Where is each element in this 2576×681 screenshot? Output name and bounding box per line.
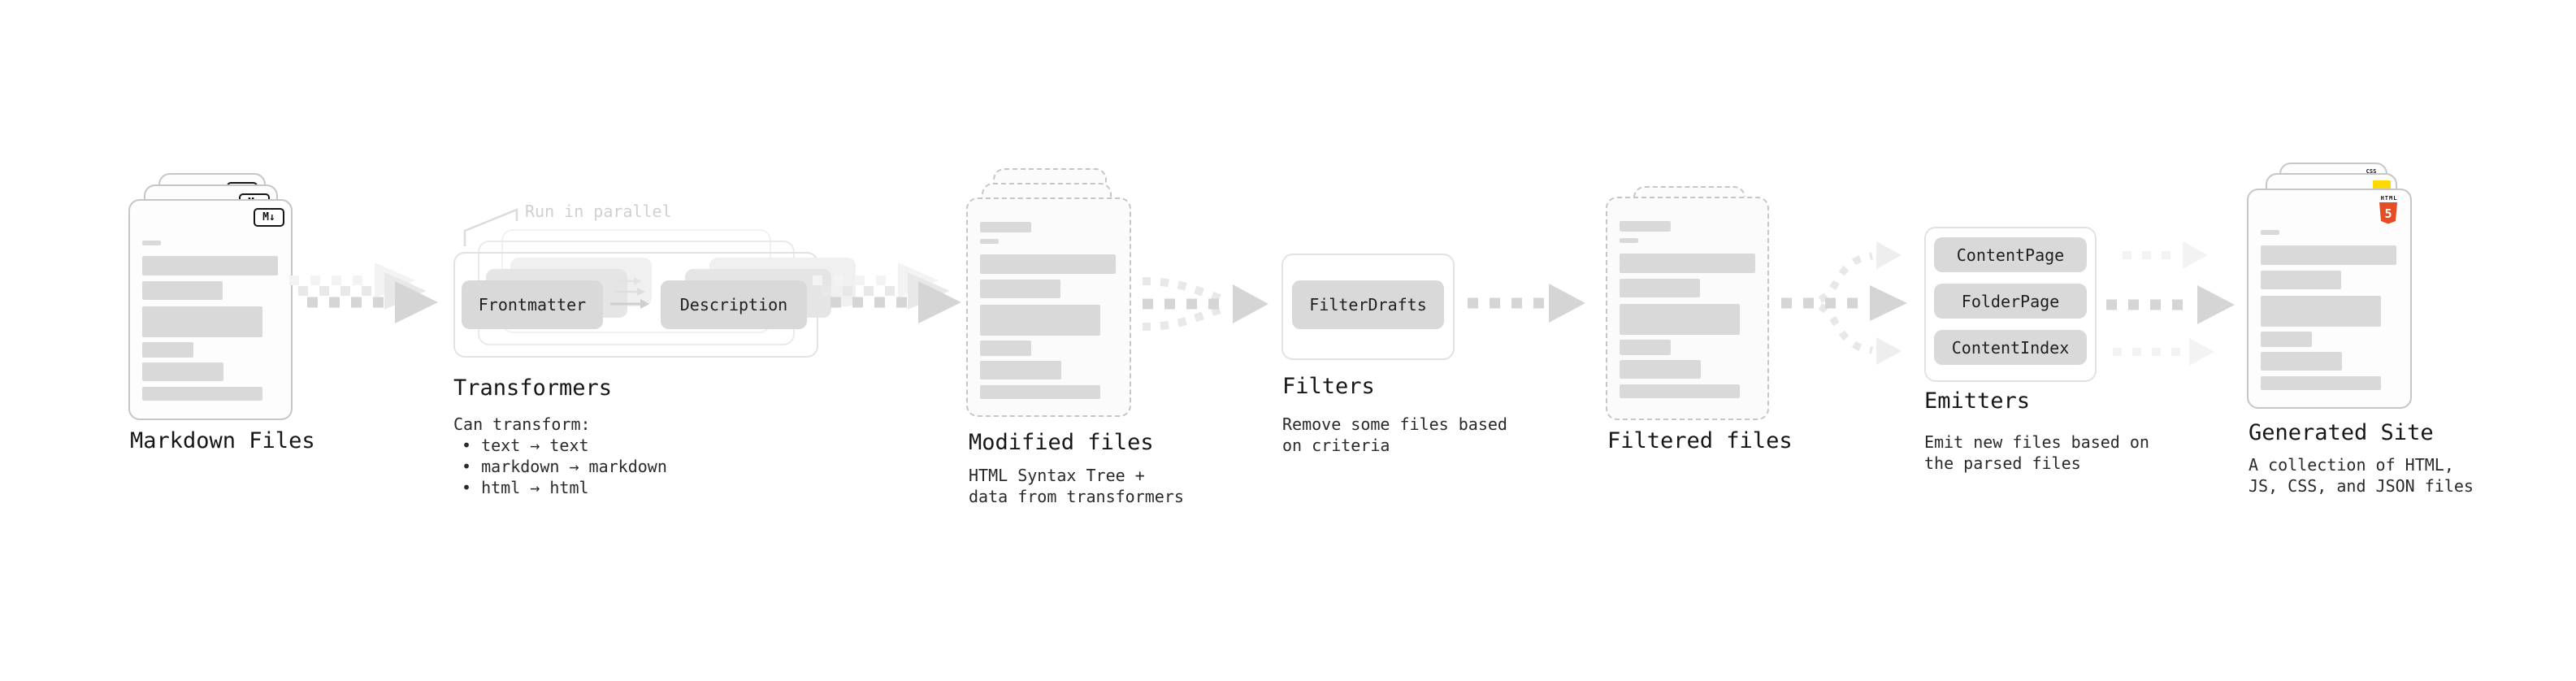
- modified-files-description: HTML Syntax Tree + data from transformer…: [969, 465, 1184, 507]
- generated-site-description: A collection of HTML, JS, CSS, and JSON …: [2249, 454, 2474, 497]
- markdown-icon: M↓: [254, 208, 284, 227]
- placeholder-bar: [2261, 271, 2341, 289]
- filters-desc-line: Remove some files based: [1282, 414, 1507, 434]
- transformers-label: Transformers: [453, 375, 613, 401]
- placeholder-bar: [1620, 254, 1755, 273]
- placeholder-bar: [1620, 384, 1740, 398]
- placeholder-bar: [2261, 376, 2381, 390]
- filtered-file-card-front: [1606, 197, 1769, 420]
- transformers-desc-title: Can transform:: [453, 414, 591, 434]
- emitters-box: [1924, 227, 2097, 382]
- flow-arrow-filters-to-filtered: [1468, 284, 1585, 323]
- placeholder-bar: [1620, 221, 1671, 232]
- filterdrafts-chip: FilterDrafts: [1292, 280, 1444, 329]
- placeholder-bar: [2261, 230, 2279, 235]
- filtered-files-label: Filtered files: [1607, 428, 1793, 453]
- transformers-bullet: • html → html: [462, 478, 589, 497]
- generated-file-card-front: HTML 5: [2247, 189, 2412, 409]
- placeholder-bar: [142, 342, 193, 358]
- modified-files-label: Modified files: [969, 430, 1154, 455]
- svg-text:5: 5: [2384, 206, 2392, 221]
- placeholder-bar: [980, 254, 1116, 274]
- generated-site-label: Generated Site: [2249, 420, 2434, 445]
- placeholder-bar: [980, 385, 1100, 399]
- modified-desc-line: data from transformers: [969, 487, 1184, 506]
- contentpage-emitter-chip: ContentPage: [1934, 237, 2087, 272]
- filters-label: Filters: [1282, 374, 1375, 399]
- contentindex-emitter-chip: ContentIndex: [1934, 330, 2087, 365]
- filters-box: [1281, 254, 1455, 360]
- html5-icon-label: HTML: [2380, 195, 2398, 202]
- placeholder-bar: [980, 222, 1031, 232]
- emitters-desc-line: the parsed files: [1924, 453, 2081, 473]
- placeholder-bar: [2261, 352, 2342, 371]
- filters-description: Remove some files based on criteria: [1282, 414, 1507, 456]
- transformers-bullet: • markdown → markdown: [462, 457, 667, 476]
- placeholder-bar: [142, 387, 262, 401]
- placeholder-bar: [1620, 304, 1740, 335]
- merge-arrow-modified-to-filters: [1142, 277, 1268, 331]
- placeholder-bar: [142, 256, 278, 275]
- emitters-desc-line: Emit new files based on: [1924, 432, 2149, 452]
- run-in-parallel-note: Run in parallel: [525, 202, 672, 221]
- placeholder-bar: [2261, 332, 2312, 347]
- placeholder-bar: [142, 306, 262, 337]
- generated-desc-line: A collection of HTML,: [2249, 455, 2454, 475]
- folderpage-emitter-chip: FolderPage: [1934, 284, 2087, 319]
- placeholder-bar: [980, 361, 1061, 380]
- placeholder-bar: [1620, 279, 1700, 297]
- placeholder-bar: [1620, 360, 1701, 379]
- placeholder-bar: [142, 241, 161, 245]
- filters-desc-line: on criteria: [1282, 436, 1390, 455]
- markdown-files-label: Markdown Files: [130, 428, 315, 453]
- placeholder-bar: [980, 280, 1060, 298]
- placeholder-bar: [2261, 296, 2381, 327]
- placeholder-bar: [1620, 340, 1671, 355]
- placeholder-bar: [980, 239, 999, 244]
- flow-arrow-markdown-to-transformers: [289, 262, 438, 323]
- js-file-icon: [2373, 180, 2391, 190]
- modified-desc-line: HTML Syntax Tree +: [969, 466, 1145, 485]
- placeholder-bar: [142, 281, 223, 300]
- transformers-bullet: • text → text: [462, 436, 589, 455]
- modified-file-card-front: [966, 197, 1131, 417]
- emitters-description: Emit new files based on the parsed files: [1924, 432, 2149, 474]
- placeholder-bar: [142, 362, 223, 381]
- html5-shield-icon: 5: [2379, 202, 2397, 224]
- placeholder-bar: [980, 340, 1031, 356]
- placeholder-bar: [1620, 238, 1638, 243]
- markdown-file-card-front: M↓: [128, 199, 293, 420]
- split-arrow-filtered-to-emitters: [1781, 241, 1907, 365]
- html5-icon: HTML 5: [2379, 195, 2400, 224]
- placeholder-bar: [980, 305, 1100, 336]
- generated-desc-line: JS, CSS, and JSON files: [2249, 476, 2474, 496]
- description-transformer-chip: Description: [661, 280, 807, 329]
- placeholder-bar: [2261, 245, 2396, 265]
- flow-arrows-emitters-to-generated: [2106, 241, 2235, 366]
- frontmatter-transformer-chip: Frontmatter: [462, 280, 603, 329]
- emitters-label: Emitters: [1924, 388, 2031, 414]
- transformers-description: Can transform: • text → text • markdown …: [453, 414, 667, 498]
